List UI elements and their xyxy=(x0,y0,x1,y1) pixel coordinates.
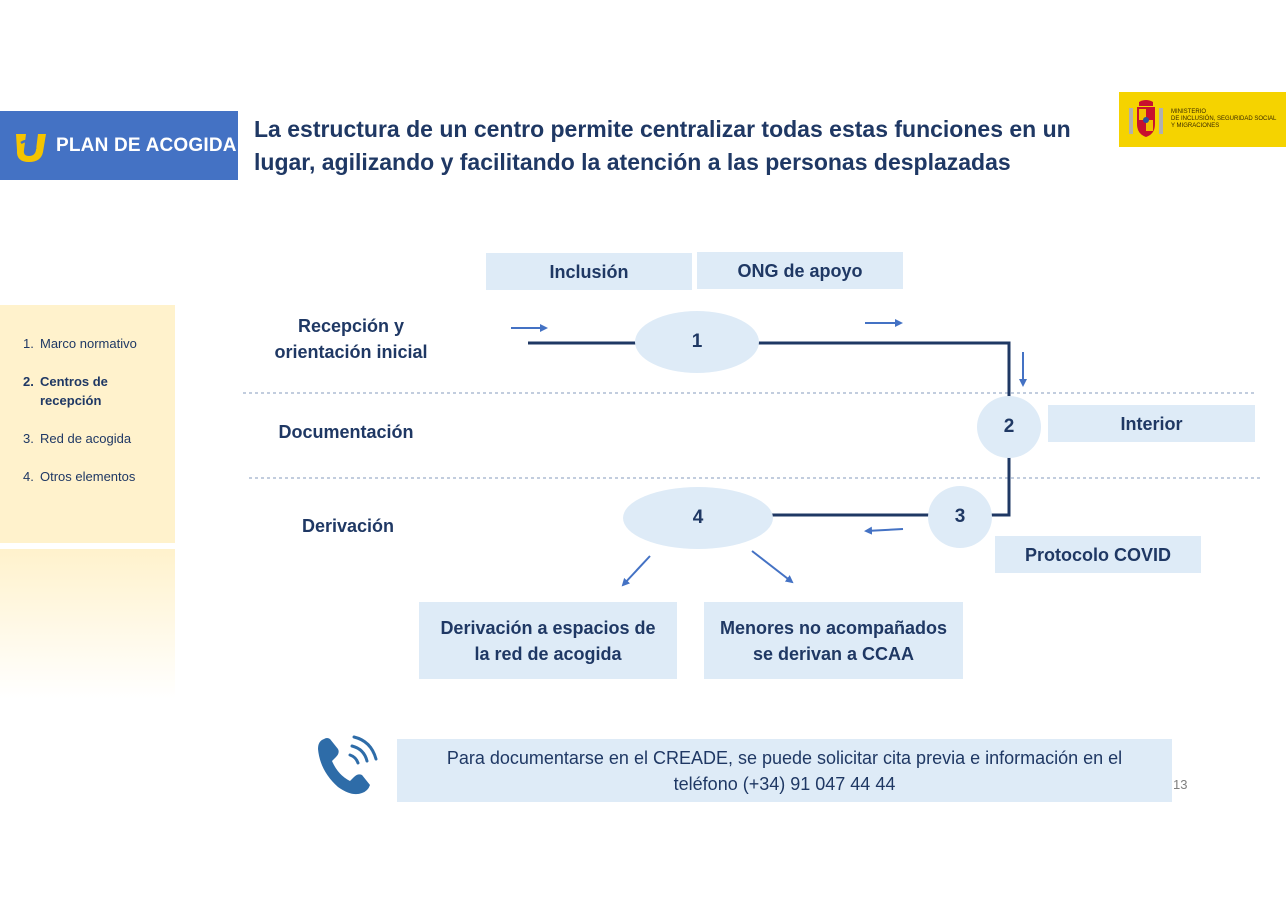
sidebar-item-marco-normativo[interactable]: 1. Marco normativo xyxy=(23,334,168,353)
protocolo-covid-box: Protocolo COVID xyxy=(995,536,1201,573)
arrow-to-red-acogida xyxy=(621,555,651,587)
title-line-1: La estructura de un centro permite centr… xyxy=(254,116,1071,142)
coat-of-arms-icon xyxy=(1129,99,1163,137)
row-label-documentacion: Documentación xyxy=(278,422,414,442)
ministry-line-2: DE INCLUSIÓN, SEGURIDAD SOCIAL xyxy=(1171,116,1277,122)
plan-acogida-logo xyxy=(16,133,46,162)
sidebar-item-label: Otros elementos xyxy=(40,469,136,484)
sidebar-item-label: Centros de recepción xyxy=(40,374,108,408)
sidebar-item-red-de-acogida[interactable]: 3. Red de acogida xyxy=(23,429,168,448)
step-node-2: 2 xyxy=(977,396,1041,458)
sidebar: 1. Marco normativo 2. Centros de recepci… xyxy=(0,305,175,543)
interior-label: Interior xyxy=(1120,413,1183,434)
step-node-4-label: 4 xyxy=(692,507,704,528)
sidebar-item-number: 3. xyxy=(23,431,34,446)
step-node-3-label: 3 xyxy=(954,506,966,527)
inclusion-box: Inclusión xyxy=(486,253,692,290)
step-node-1-label: 1 xyxy=(691,331,703,352)
row-label-derivacion: Derivación xyxy=(301,516,395,536)
interior-box: Interior xyxy=(1048,405,1255,442)
plan-acogida-badge: PLAN DE ACOGIDA xyxy=(0,111,238,180)
ministry-logo: MINISTERIO DE INCLUSIÓN, SEGURIDAD SOCIA… xyxy=(1119,92,1286,147)
protocolo-covid-label: Protocolo COVID xyxy=(1024,544,1171,565)
menores-box: Menores no acompañados se derivan a CCAA xyxy=(704,602,963,679)
sidebar-fade-panel xyxy=(0,549,175,699)
ong-label: ONG de apoyo xyxy=(737,260,863,281)
sidebar-item-centros-de-recepcion[interactable]: 2. Centros de recepción xyxy=(23,372,168,410)
step-node-1: 1 xyxy=(635,311,759,373)
sidebar-item-label: Marco normativo xyxy=(40,336,137,351)
sidebar-item-number: 4. xyxy=(23,469,34,484)
row-label-recepcion-line-2: orientación inicial xyxy=(274,342,428,362)
inclusion-label: Inclusión xyxy=(549,261,629,282)
sidebar-item-label: Red de acogida xyxy=(40,431,132,446)
ministry-line-3: Y MIGRACIONES xyxy=(1171,123,1220,129)
badge-label: PLAN DE ACOGIDA xyxy=(56,134,237,156)
step-node-3: 3 xyxy=(928,486,992,548)
red-acogida-line-1: Derivación a espacios de xyxy=(440,617,656,638)
row-label-recepcion: Recepción y orientación inicial xyxy=(256,313,446,365)
menores-line-2: se derivan a CCAA xyxy=(752,643,915,664)
red-acogida-box: Derivación a espacios de la red de acogi… xyxy=(419,602,677,679)
info-line-1: Para documentarse en el CREADE, se puede… xyxy=(446,747,1123,768)
step-node-4: 4 xyxy=(623,487,773,549)
flow-path xyxy=(528,341,1011,517)
info-line-2: teléfono (+34) 91 047 44 44 xyxy=(673,773,896,794)
ministry-line-1: MINISTERIO xyxy=(1171,109,1207,115)
menores-line-1: Menores no acompañados xyxy=(719,617,948,638)
sidebar-item-number: 2. xyxy=(23,374,34,389)
arrow-to-menores xyxy=(751,550,794,584)
sidebar-item-number: 1. xyxy=(23,336,34,351)
ministry-name: MINISTERIO DE INCLUSIÓN, SEGURIDAD SOCIA… xyxy=(1171,109,1283,130)
info-box: Para documentarse en el CREADE, se puede… xyxy=(397,739,1172,802)
title-line-2: lugar, agilizando y facilitando la atenc… xyxy=(254,149,1011,175)
sidebar-item-otros-elementos[interactable]: 4. Otros elementos xyxy=(23,467,168,486)
arrow-left-from-3 xyxy=(864,526,904,535)
row-label-recepcion-line-1: Recepción y xyxy=(297,316,405,336)
step-node-2-label: 2 xyxy=(1003,416,1015,437)
red-acogida-line-2: la red de acogida xyxy=(474,643,622,664)
page-title: La estructura de un centro permite centr… xyxy=(254,113,1104,179)
page-number: 13 xyxy=(1173,777,1188,792)
phone-icon xyxy=(318,735,378,795)
ong-box: ONG de apoyo xyxy=(697,252,903,289)
sidebar-nav: 1. Marco normativo 2. Centros de recepci… xyxy=(23,334,168,505)
